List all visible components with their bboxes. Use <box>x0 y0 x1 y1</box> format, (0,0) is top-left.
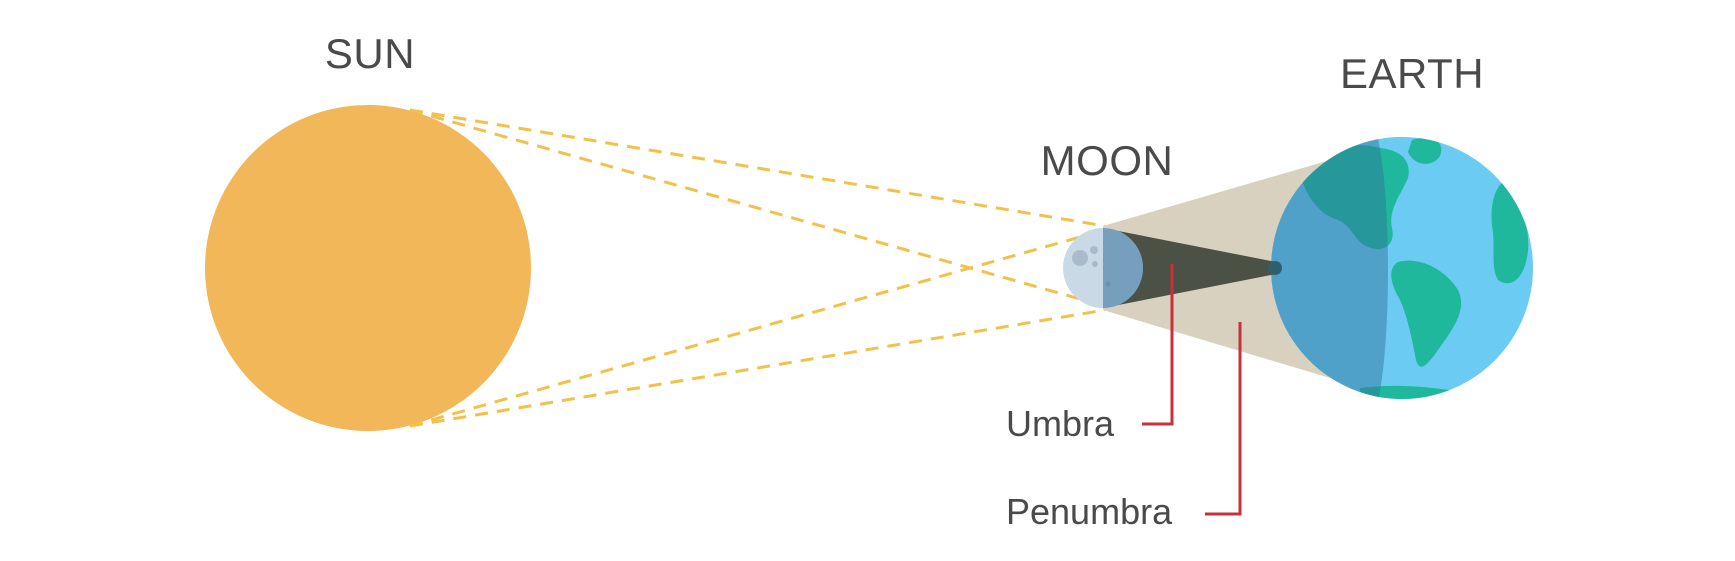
umbra-pointer <box>1142 264 1174 426</box>
penumbra-pointer <box>1205 322 1242 516</box>
earth <box>1271 137 1533 399</box>
ray-bottom-inner <box>409 228 1106 428</box>
sun-label: SUN <box>325 30 415 77</box>
ray-top-inner <box>409 108 1106 308</box>
ray-bottom-outer <box>409 308 1106 428</box>
ray-top-outer <box>409 108 1106 228</box>
sun <box>205 105 531 431</box>
penumbra-label: Penumbra <box>1006 491 1173 532</box>
earth-label: EARTH <box>1340 50 1484 97</box>
umbra-label: Umbra <box>1006 403 1115 444</box>
earth-shadow <box>1271 137 1388 399</box>
umbra-cone <box>1103 228 1280 308</box>
pointer-lines <box>1142 264 1242 516</box>
moon-label: MOON <box>1041 137 1174 184</box>
sun-rays <box>409 108 1106 428</box>
umbra-tip <box>1268 261 1282 275</box>
